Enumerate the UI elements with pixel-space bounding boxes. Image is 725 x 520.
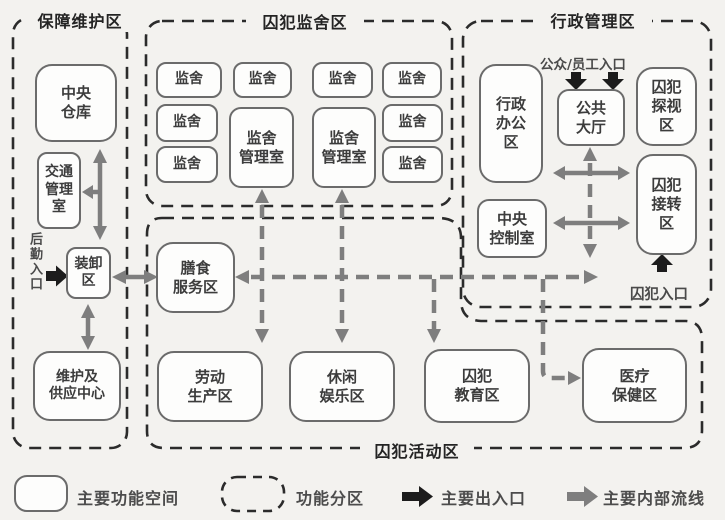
box-medical-care: 医疗 保健区	[582, 348, 687, 423]
zone-label-support: 保障维护区	[24, 8, 136, 32]
public-staff-entrance-arrow-icons	[565, 72, 624, 90]
box-cell: 监舍	[382, 146, 443, 183]
flow-loading-maintenance	[81, 304, 95, 350]
box-admin-office: 行政 办公 区	[479, 64, 543, 183]
flow-warehouse-traffic-loading	[82, 149, 107, 240]
box-cell: 监舍	[382, 104, 443, 142]
box-leisure-entertainment: 休闲 娱乐区	[289, 351, 395, 422]
legend-label-main-entrance: 主要出入口	[441, 489, 527, 508]
box-public-hall: 公共 大厅	[557, 89, 625, 146]
box-prisoner-education: 囚犯 教育区	[424, 349, 530, 423]
box-labor-production: 劳动 生产区	[157, 351, 263, 422]
box-prisoner-visiting: 囚犯 探视 区	[636, 67, 697, 146]
logistics-entrance-arrow-icon	[46, 265, 68, 287]
box-cell-management-2: 监舍 管理室	[312, 107, 376, 188]
legend-label-functional-zone: 功能分区	[296, 489, 365, 508]
logistics-entrance-label: 后勤入口	[27, 232, 42, 292]
box-central-warehouse: 中央 仓库	[35, 64, 117, 142]
flow-cellmgmt2-activity	[335, 189, 349, 343]
legend-label-main-internal-circulation: 主要内部流线	[603, 489, 706, 508]
box-cell: 监舍	[156, 62, 222, 98]
zone-label-cells: 囚犯监舍区	[246, 9, 364, 33]
box-cell: 监舍	[382, 62, 442, 98]
box-traffic-management: 交通 管理 室	[37, 152, 81, 229]
box-loading-area: 装卸 区	[66, 247, 111, 299]
zone-label-activity: 囚犯活动区	[360, 438, 474, 462]
flow-activity-horizontal	[235, 270, 598, 284]
legend-dashed-rect-icon	[220, 475, 286, 513]
zone-label-admin: 行政管理区	[534, 8, 652, 32]
box-cell: 监舍	[156, 104, 218, 142]
box-maintenance-supply: 维护及 供应中心	[33, 351, 121, 421]
flow-to-medical	[540, 279, 581, 385]
legend-gray-arrow-icon	[567, 486, 598, 507]
legend-rounded-rect-icon	[14, 475, 68, 512]
flow-admin-cross	[553, 147, 630, 258]
prisoner-entrance-arrow-icon	[651, 254, 673, 272]
flow-to-education	[427, 279, 441, 343]
box-cell: 监舍	[312, 62, 373, 98]
box-central-control: 中央 控制室	[477, 199, 547, 258]
flow-loading-foodservice	[112, 270, 158, 284]
public-staff-entrance-label: 公众/员工入口	[540, 57, 626, 73]
flow-cellmgmt1-activity	[255, 189, 269, 343]
legend-label-main-functional-space: 主要功能空间	[77, 489, 180, 508]
legend-black-arrow-icon	[402, 486, 433, 507]
zone-border-activity	[145, 216, 704, 450]
box-prisoner-transfer: 囚犯 接转 区	[636, 154, 697, 255]
box-cell: 监舍	[233, 62, 292, 98]
box-cell: 监舍	[156, 146, 218, 183]
box-food-service: 膳食 服务区	[156, 242, 235, 313]
prisoner-entrance-label: 囚犯入口	[630, 287, 688, 303]
box-cell-management-1: 监舍 管理室	[229, 107, 294, 188]
